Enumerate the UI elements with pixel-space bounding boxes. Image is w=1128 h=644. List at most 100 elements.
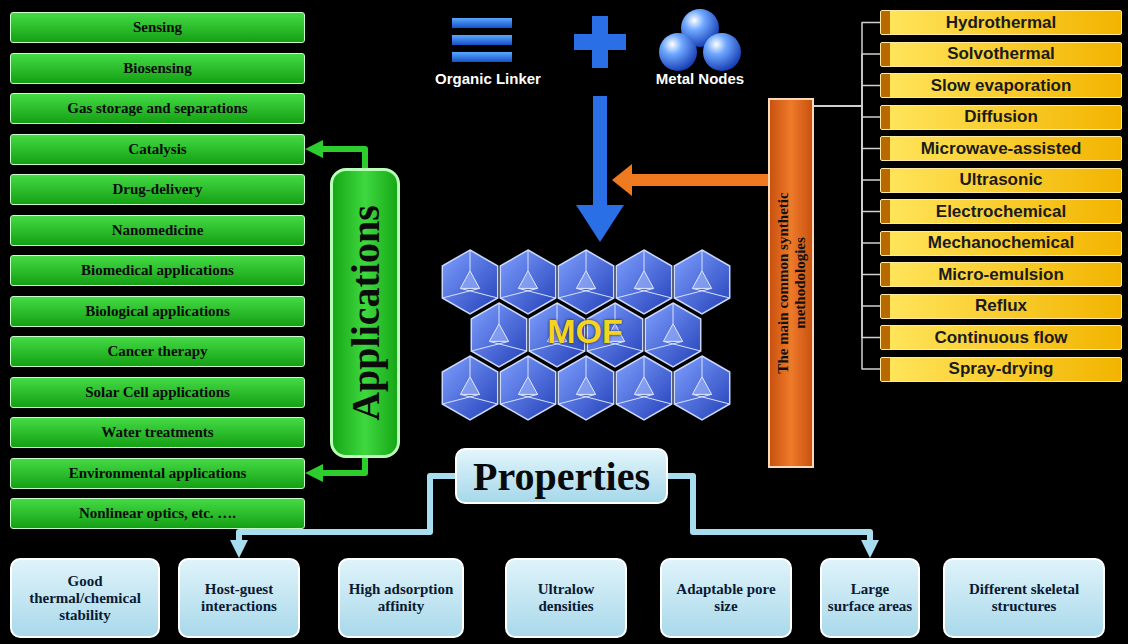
icon-label: Organic Linker <box>412 70 564 87</box>
application-box: Sensing <box>10 12 305 43</box>
polyhedron <box>674 250 729 314</box>
polyhedron-face <box>616 250 671 314</box>
linker-bar <box>452 18 512 28</box>
polyhedron-edge <box>471 341 508 351</box>
polyhedron <box>645 303 700 367</box>
bracket-line <box>814 23 880 107</box>
property-box: Ultralow densities <box>505 558 627 638</box>
property-box: Different skeletal structures <box>943 558 1105 638</box>
icon-label: Metal Nodes <box>630 70 770 87</box>
mof-framework <box>442 250 729 420</box>
property-box: Adaptable pore size <box>660 558 792 638</box>
polyhedron-face <box>489 324 508 342</box>
polyhedron-edge <box>576 394 613 404</box>
method-box: Electrochemical <box>880 199 1122 224</box>
bracket-line <box>814 106 880 149</box>
box-text: Mechanochemical <box>928 233 1074 253</box>
property-box: Large surface areas <box>820 558 920 638</box>
polyhedron-face <box>663 324 682 342</box>
polyhedron-edge <box>489 341 526 351</box>
application-arrow <box>313 149 365 168</box>
application-box: Nonlinear optics, etc. …. <box>10 498 305 529</box>
polyhedron-edge <box>634 394 671 404</box>
label-text: Metal Nodes <box>656 70 744 87</box>
polyhedron-edge <box>644 250 645 271</box>
label-text: Organic Linker <box>435 70 541 87</box>
polyhedron-face <box>576 377 595 395</box>
blue-down-arrow <box>576 96 624 242</box>
polyhedron-face <box>500 356 555 420</box>
organic-linker-icon <box>452 18 512 62</box>
box-text: Gas storage and separations <box>67 100 247 117</box>
method-box: Microwave-assisted <box>880 136 1122 161</box>
plus-symbol <box>574 16 626 68</box>
label-text: MOF <box>547 312 623 350</box>
application-box: Nanomedicine <box>10 215 305 246</box>
bracket-line <box>814 106 880 243</box>
polyhedron-face <box>442 356 497 420</box>
polyhedron-face <box>558 250 613 314</box>
box-text: Spray-drying <box>949 359 1054 379</box>
box-text: Host-guest interactions <box>184 581 294 615</box>
polyhedron-edge <box>518 288 555 298</box>
polyhedron-edge <box>518 394 555 404</box>
polyhedron-edge <box>528 356 529 377</box>
polyhedron-edge <box>634 288 671 298</box>
box-text: Hydrothermal <box>946 13 1057 33</box>
polyhedron-edge <box>558 288 595 298</box>
polyhedron-face <box>576 271 595 289</box>
polyhedron-edge <box>673 303 674 324</box>
polyhedron-edge <box>663 341 700 351</box>
polyhedron-face <box>674 250 729 314</box>
arrow-shaft <box>593 96 607 206</box>
box-text: The main common synthetic methodologies <box>775 168 808 398</box>
polyhedron-edge <box>442 288 479 298</box>
polyhedron <box>674 356 729 420</box>
property-arrow <box>668 476 870 550</box>
methodologies-band: The main common synthetic methodologies <box>768 98 814 468</box>
polyhedron <box>616 356 671 420</box>
box-text: Nonlinear optics, etc. …. <box>79 505 236 522</box>
box-text: Water treatments <box>101 424 213 441</box>
polyhedron-face <box>518 377 537 395</box>
polyhedron-edge <box>644 356 645 377</box>
arrow-shaft <box>630 174 768 186</box>
polyhedron-face <box>634 271 653 289</box>
polyhedron-face <box>460 271 479 289</box>
box-text: Nanomedicine <box>112 222 204 239</box>
box-text: Sensing <box>133 19 182 36</box>
arrow-head <box>612 164 632 196</box>
box-text: Solvothermal <box>947 44 1055 64</box>
polyhedron-edge <box>500 288 537 298</box>
application-box: Biosensing <box>10 53 305 84</box>
polyhedron <box>558 356 613 420</box>
polyhedron-face <box>692 271 711 289</box>
polyhedron <box>471 303 526 367</box>
box-text: Micro-emulsion <box>938 265 1064 285</box>
linker-bar <box>452 52 512 62</box>
box-text: Adaptable pore size <box>666 581 786 615</box>
polyhedron-face <box>692 377 711 395</box>
application-box: Water treatments <box>10 417 305 448</box>
polyhedron-edge <box>674 288 711 298</box>
box-text: Biomedical applications <box>81 262 234 279</box>
application-box: Environmental applications <box>10 458 305 489</box>
polyhedron-edge <box>616 288 653 298</box>
bracket-line <box>814 106 880 306</box>
box-text: Diffusion <box>964 107 1038 127</box>
bracket-line <box>814 106 880 212</box>
properties-box: Properties <box>455 448 668 504</box>
application-box: Solar Cell applications <box>10 377 305 408</box>
polyhedron-face <box>518 271 537 289</box>
polyhedron-edge <box>586 356 587 377</box>
application-box: Biological applications <box>10 296 305 327</box>
method-box: Solvothermal <box>880 42 1122 67</box>
box-text: Electrochemical <box>936 202 1066 222</box>
polyhedron-face <box>442 250 497 314</box>
method-box: Reflux <box>880 294 1122 319</box>
polyhedron-edge <box>702 356 703 377</box>
box-text: High adsorption affinity <box>344 581 458 615</box>
linker-bar <box>452 35 512 45</box>
polyhedron-face <box>500 250 555 314</box>
bracket-line <box>814 106 880 338</box>
